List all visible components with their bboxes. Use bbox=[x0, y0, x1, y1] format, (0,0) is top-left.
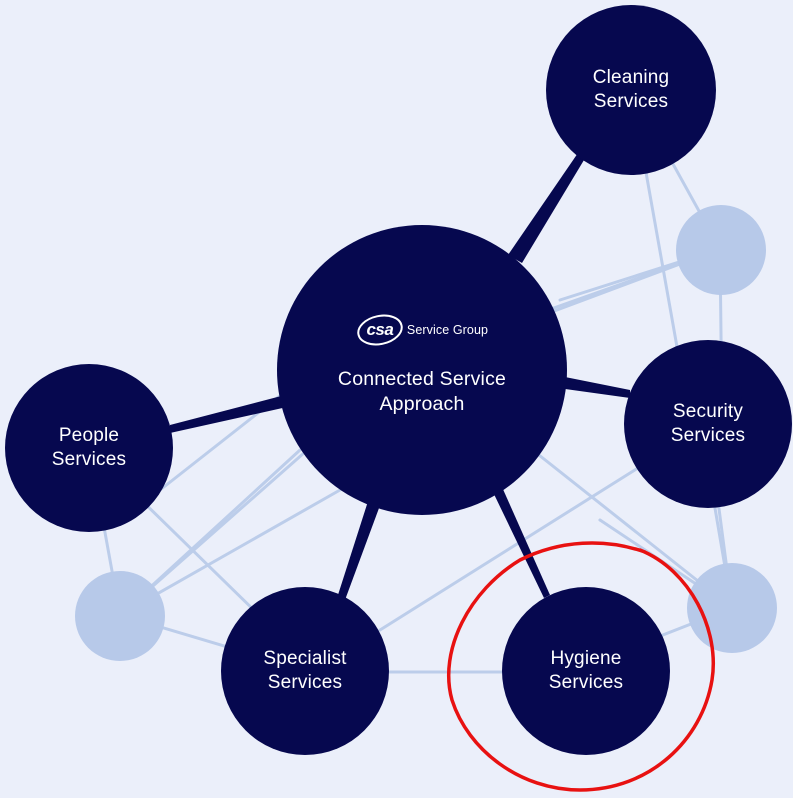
csa-logo-mark-text: csa bbox=[366, 320, 394, 339]
node-label-line2: Services bbox=[670, 425, 746, 446]
csa-logo-mark: csa bbox=[356, 313, 404, 347]
spoke-cleaning bbox=[508, 150, 587, 263]
node-label-line2: Services bbox=[593, 91, 669, 112]
node-people-services: People Services bbox=[5, 364, 173, 532]
node-security-services: Security Services bbox=[624, 340, 792, 508]
node-label: Security Services bbox=[671, 400, 745, 448]
node-label: Cleaning Services bbox=[593, 66, 670, 114]
node-specialist-services: Specialist Services bbox=[221, 587, 389, 755]
center-title-line2: Approach bbox=[379, 393, 465, 415]
satellite-node bbox=[75, 571, 165, 661]
spoke-specialist bbox=[337, 495, 382, 600]
node-label-line1: Hygiene bbox=[550, 648, 622, 669]
node-label-line2: Services bbox=[267, 672, 343, 693]
node-label: Specialist Services bbox=[263, 647, 346, 695]
csa-logo: csa Service Group bbox=[356, 313, 488, 347]
mesh-line bbox=[118, 428, 332, 617]
satellite-node bbox=[676, 205, 766, 295]
center-node: csa Service Group Connected Service Appr… bbox=[277, 225, 567, 515]
spoke-security bbox=[558, 376, 630, 398]
node-hygiene-services: Hygiene Services bbox=[502, 587, 670, 755]
center-title: Connected Service Approach bbox=[338, 367, 506, 417]
node-label: People Services bbox=[52, 424, 126, 472]
node-label-line1: Security bbox=[672, 401, 744, 422]
node-label-line2: Services bbox=[548, 672, 624, 693]
satellite-node bbox=[687, 563, 777, 653]
logo-text: Service Group bbox=[406, 323, 489, 337]
spoke-people bbox=[170, 395, 287, 433]
node-label-line2: Services bbox=[51, 449, 127, 470]
node-label-line1: Specialist bbox=[263, 648, 347, 669]
node-label: Hygiene Services bbox=[549, 647, 623, 695]
center-title-line1: Connected Service bbox=[337, 368, 507, 390]
node-label-line1: People bbox=[58, 425, 120, 446]
node-label-line1: Cleaning bbox=[592, 67, 670, 88]
node-cleaning-services: Cleaning Services bbox=[546, 5, 716, 175]
spoke-hygiene bbox=[492, 487, 550, 598]
